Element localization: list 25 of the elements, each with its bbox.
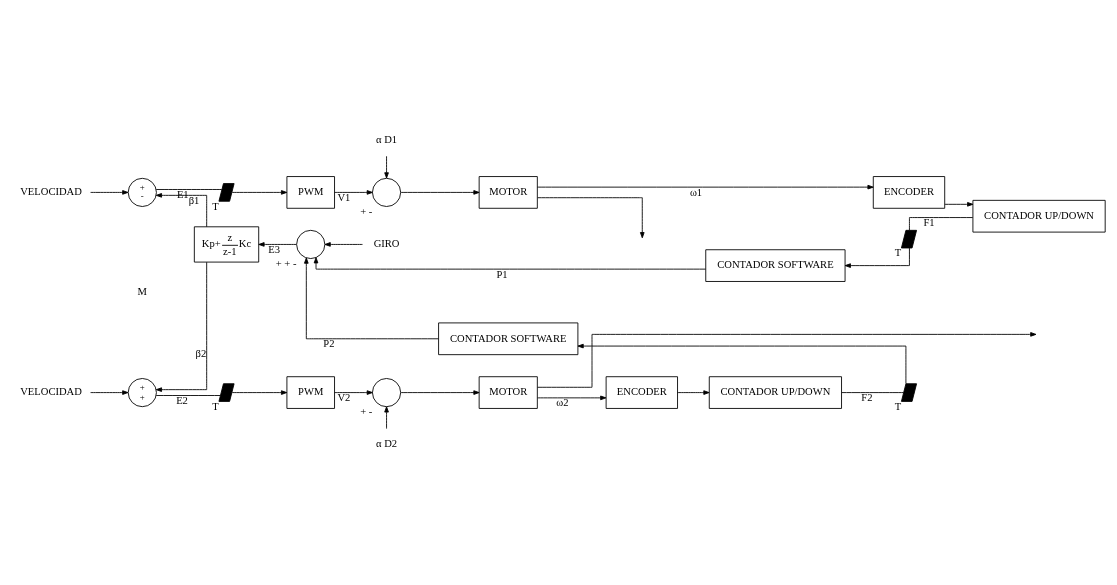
node-text: GIRO (373, 238, 400, 250)
edge-label: ω1 (689, 186, 703, 198)
node-label: + - (360, 406, 373, 418)
node-text: α D1 (376, 134, 398, 146)
edge-label: E3 (268, 243, 280, 255)
node-label: T (894, 400, 902, 412)
node-label: T (894, 247, 902, 259)
edge-label: V1 (337, 191, 351, 203)
edge-label: V2 (337, 392, 351, 404)
node-label: + + - (275, 258, 297, 270)
label: M (137, 285, 148, 297)
edge-label: ω2 (556, 397, 569, 409)
edge-label: F1 (923, 217, 935, 229)
node-text: VELOCIDAD (20, 186, 82, 198)
edge-label: P2 (323, 338, 335, 350)
node-text: α D2 (376, 438, 398, 450)
edge-label: P1 (496, 268, 508, 280)
node-label: T (212, 200, 219, 212)
edge-label: β2 (195, 347, 207, 359)
edge-label: F2 (861, 392, 873, 404)
edge-label: E2 (176, 394, 188, 406)
node-label: T (212, 400, 219, 412)
node-label: + - (360, 205, 373, 217)
edge-label: β1 (188, 194, 200, 206)
node-text: VELOCIDAD (20, 386, 82, 398)
